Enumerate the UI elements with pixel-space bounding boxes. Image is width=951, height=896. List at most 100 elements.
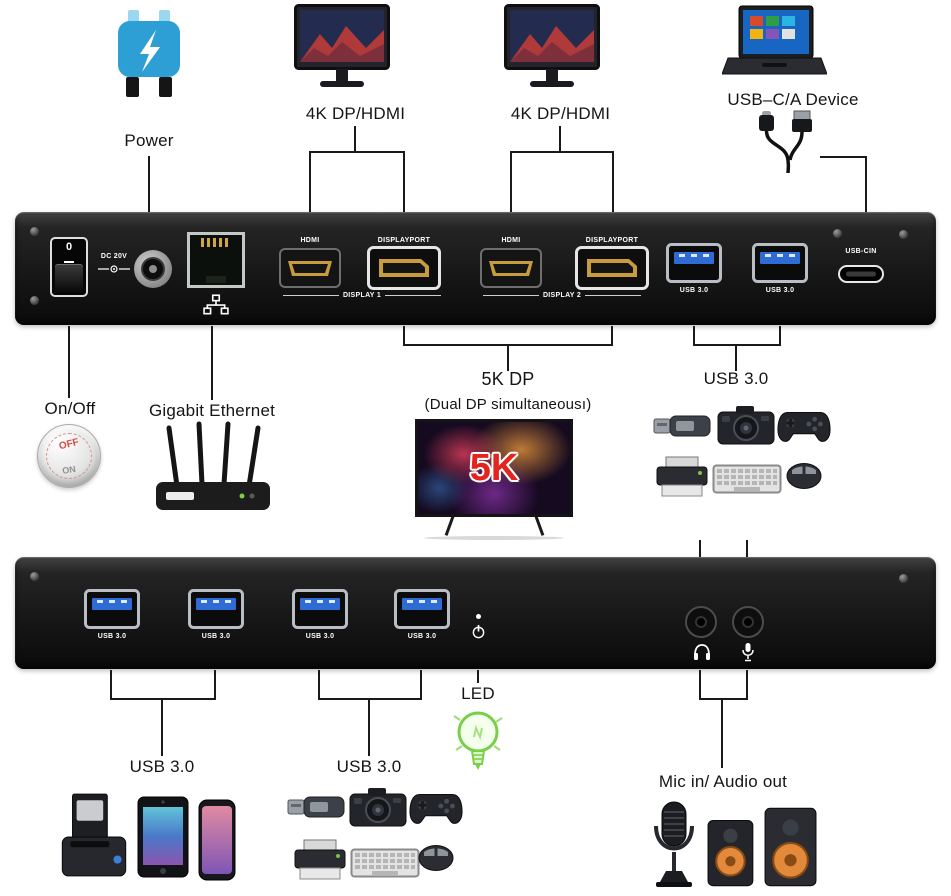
display2-group-label: DISPLAY 2	[542, 292, 582, 299]
display2-callout-bridge	[510, 151, 614, 153]
display2-group-line	[585, 295, 642, 296]
ethernet-pins	[201, 238, 231, 247]
displayport-port-2[interactable]	[575, 246, 649, 290]
usb3-port-rear-1[interactable]	[666, 243, 722, 283]
usb3-port-front-2-label: USB 3.0	[201, 633, 231, 640]
usb3-port-front-1-label: USB 3.0	[97, 633, 127, 640]
display2-callout-left	[510, 151, 512, 212]
studio-mic-icon	[648, 798, 700, 890]
printer-icon	[292, 838, 348, 882]
mic-jack[interactable]	[732, 606, 764, 638]
usb3-port-front-3[interactable]	[292, 589, 348, 629]
usb3-port-rear-2[interactable]	[752, 243, 808, 283]
dc-jack-barrel	[141, 257, 165, 281]
dp5k-callout-right	[611, 326, 613, 346]
tv-shadow	[424, 536, 564, 540]
dc-power-jack[interactable]	[134, 250, 172, 288]
display1-label: 4K DP/HDMI	[305, 104, 406, 123]
phone-icon	[196, 798, 238, 882]
audio-callout-left	[699, 670, 701, 700]
usb3-port-front-1[interactable]	[84, 589, 140, 629]
dp2-port-label: DISPLAYPORT	[585, 237, 639, 244]
switch-on-mark	[64, 261, 74, 263]
power-label: Power	[124, 131, 174, 150]
keyboard-icon	[712, 464, 782, 494]
mic-leader-line	[746, 540, 748, 557]
dc-jack-pin	[149, 265, 157, 273]
display2-callout-stub	[559, 126, 561, 152]
hdmi-port-1[interactable]	[279, 248, 341, 288]
usb3-port-front-4[interactable]	[394, 589, 450, 629]
usb-rear-callout-bridge	[693, 344, 781, 346]
ethernet-glyph-icon	[203, 294, 229, 316]
display1-group-line	[283, 295, 339, 296]
display1-callout-stub	[354, 126, 356, 152]
onoff-callout-line	[68, 326, 70, 398]
usb3-port-front-4-label: USB 3.0	[407, 633, 437, 640]
usb-front-left-label: USB 3.0	[129, 757, 195, 776]
usbc-device-label: USB–C/A Device	[727, 90, 859, 109]
gamepad-icon	[776, 406, 832, 446]
audio-callout-right	[746, 670, 748, 700]
usb-front-left-bridge	[110, 698, 216, 700]
monitor-icon-2	[504, 4, 600, 92]
display1-group-label: DISPLAY 1	[342, 292, 382, 299]
screw	[30, 572, 39, 581]
usb-rear-label: USB 3.0	[703, 369, 769, 388]
usbc-port[interactable]	[838, 265, 884, 283]
display1-group-line	[385, 295, 442, 296]
usb-front-mid-label: USB 3.0	[336, 757, 402, 776]
headphone-jack[interactable]	[685, 606, 717, 638]
screw	[899, 574, 908, 583]
hdd-dock-icon	[58, 788, 130, 880]
router-icon	[150, 420, 274, 524]
headphone-leader-line	[699, 540, 701, 557]
ethernet-port[interactable]	[187, 232, 245, 288]
display2-label: 4K DP/HDMI	[510, 104, 611, 123]
switch-rocker[interactable]	[55, 264, 83, 292]
screw	[30, 227, 39, 236]
usb-rear-callout-stub	[735, 344, 737, 371]
mic-glyph-icon	[741, 642, 755, 662]
screw	[833, 229, 842, 238]
display2-group: DISPLAY 2	[483, 292, 642, 299]
dp5k-callout-stub	[507, 344, 509, 371]
onoff-button-on-text: ON	[61, 464, 77, 476]
display2-group-line	[483, 295, 539, 296]
tv-5k-icon: 5K	[415, 419, 573, 517]
mic-jack-hole	[742, 616, 754, 628]
usb-cable-icon	[759, 110, 812, 174]
power-switch[interactable]: 0	[50, 237, 88, 297]
laptop-icon	[722, 5, 827, 75]
onoff-button-off-text: OFF	[57, 436, 81, 453]
led-callout-line	[477, 670, 479, 683]
displayport-port-1[interactable]	[367, 246, 441, 290]
led-bulb-icon	[448, 706, 508, 780]
usbc-callout-line	[865, 156, 867, 212]
usbc-port-label: USB-CIN	[845, 248, 877, 255]
camera-icon	[348, 784, 408, 830]
tv-leg	[444, 516, 455, 536]
hdmi1-port-label: HDMI	[300, 237, 320, 244]
camera-icon	[716, 402, 776, 448]
screw	[899, 230, 908, 239]
keyboard-icon	[350, 848, 420, 878]
flash-drive-icon	[652, 413, 712, 439]
led-label: LED	[461, 684, 495, 703]
display2-callout-right	[612, 151, 614, 212]
usb3-port-rear-2-label: USB 3.0	[765, 287, 795, 294]
usb3-port-front-2[interactable]	[188, 589, 244, 629]
display1-callout-bridge	[309, 151, 405, 153]
display1-callout-right	[403, 151, 405, 212]
power-led	[476, 614, 481, 619]
dock-front-panel	[15, 557, 936, 669]
ethernet-notch	[206, 276, 226, 283]
tablet-icon	[136, 794, 190, 880]
headphone-glyph-icon	[692, 643, 712, 661]
usb3-port-front-3-label: USB 3.0	[305, 633, 335, 640]
usb-front-left-callout-2	[214, 670, 216, 700]
hdmi-port-2[interactable]	[480, 248, 542, 288]
monitor-icon-1	[294, 4, 390, 92]
usb-front-mid-stub	[368, 698, 370, 756]
